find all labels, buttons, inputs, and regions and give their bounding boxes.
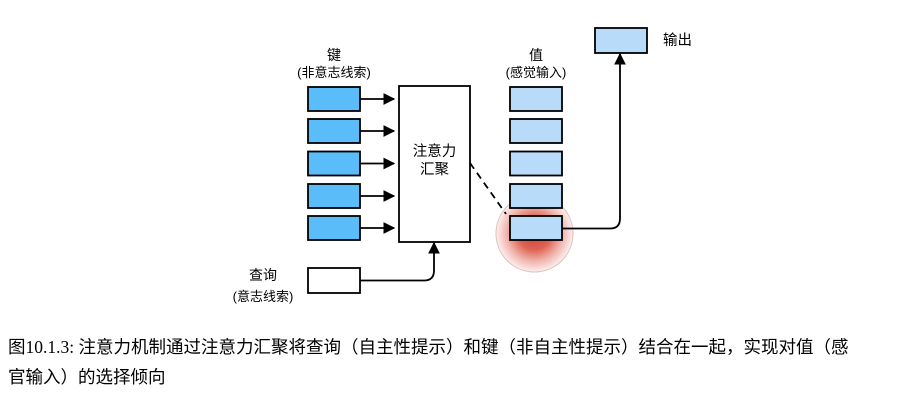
value-box-3 [509,150,563,177]
values-label: 值 (感觉输入) [466,46,606,82]
output-label: 输出 [663,33,692,49]
keys-title: 键 [327,47,341,63]
figure-caption: 图10.1.3: 注意力机制通过注意力汇聚将查询（自主性提示）和键（非自主性提示… [0,332,902,392]
diagram-canvas [307,27,648,294]
keys-subtitle: (非意志线索) [297,65,371,80]
value-to-output-connector [562,52,626,230]
query-label: 查询 (意志线索) [193,264,333,308]
caption-line-2: 官输入）的选择倾向 [8,367,166,387]
key-box-3 [307,150,361,177]
values-subtitle: (感觉输入) [505,65,567,80]
key-box-1 [307,86,361,112]
attention-mechanism-figure: 键 (非意志线索) 值 (感觉输入) 注意力 汇聚 输出 查询 (意志线索) [193,27,692,308]
attention-pooling-label: 注意力 汇聚 [399,143,470,179]
attention-label-line1: 注意力 [412,144,457,160]
key-box-4 [307,183,361,209]
query-subtitle: (意志线索) [232,289,294,304]
values-title: 值 [529,47,543,63]
attention-label-line2: 汇聚 [420,162,449,178]
key-box-5 [307,215,361,241]
keys-label: 键 (非意志线索) [264,46,404,82]
output-box [594,27,648,54]
caption-line-1: 图10.1.3: 注意力机制通过注意力汇聚将查询（自主性提示）和键（非自主性提示… [8,337,849,357]
value-box-5-highlighted [509,215,563,241]
attention-pooling-box [398,85,471,243]
query-title: 查询 [249,267,277,283]
key-box-2 [307,118,361,144]
attention-to-value-dashed-line [469,162,507,215]
query-to-attention-arrow [360,241,440,282]
value-box-2 [509,118,563,144]
value-box-4 [509,183,563,209]
value-box-1 [509,86,563,112]
